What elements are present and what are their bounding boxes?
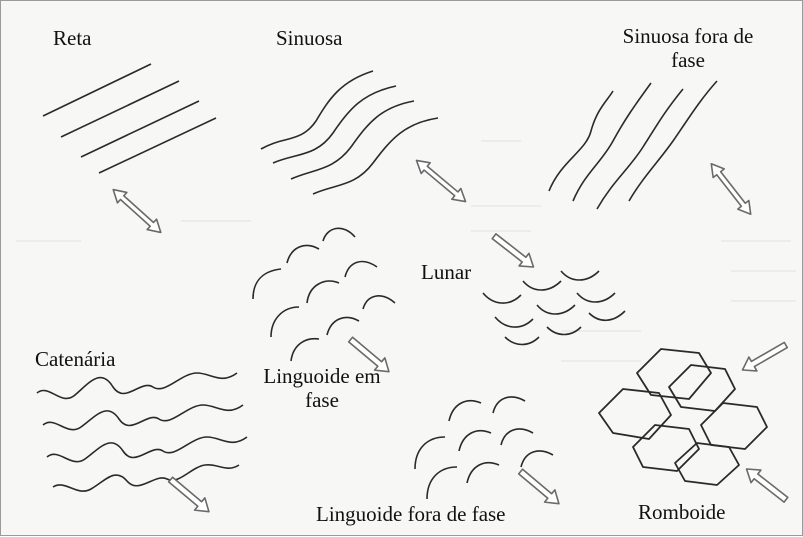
sinuosa-fora-flow-arrow bbox=[706, 159, 756, 218]
sinuosa-flow-arrow bbox=[412, 155, 470, 207]
catenaria-crests bbox=[37, 373, 247, 491]
label-lunar: Lunar bbox=[421, 261, 471, 285]
sinuosa-fora-crests bbox=[549, 81, 717, 209]
label-romboide: Romboide bbox=[638, 501, 726, 525]
label-sinuosa-fora-line2: fase bbox=[599, 49, 777, 73]
romboide-flow-arrow-top bbox=[738, 338, 789, 377]
reta-crests bbox=[43, 64, 216, 173]
reta-flow-arrow bbox=[109, 184, 166, 237]
label-linguoide-fora-de-fase: Linguoide fora de fase bbox=[316, 503, 506, 527]
label-sinuosa-fora-line1: Sinuosa fora de bbox=[599, 25, 777, 49]
label-reta: Reta bbox=[53, 27, 91, 51]
catenaria-flow-arrow bbox=[165, 473, 214, 517]
linguoide-fora-flow-arrow bbox=[515, 465, 564, 509]
romboide-flow-arrow-bottom bbox=[742, 463, 791, 506]
romboide-crests bbox=[599, 349, 767, 485]
linguoide-em-fase-crests bbox=[253, 228, 395, 361]
background-texture bbox=[16, 141, 796, 361]
label-linguoide-em-fase-line2: fase bbox=[251, 389, 393, 413]
sinuosa-crests bbox=[261, 71, 438, 194]
label-catenaria: Catenária bbox=[35, 348, 115, 372]
label-sinuosa-fora-de-fase: Sinuosa fora de fase bbox=[599, 25, 777, 72]
label-sinuosa: Sinuosa bbox=[276, 27, 343, 51]
lunar-crests bbox=[483, 271, 625, 345]
label-linguoide-em-fase-line1: Linguoide em bbox=[251, 365, 393, 389]
label-linguoide-em-fase: Linguoide em fase bbox=[251, 365, 393, 412]
lunar-flow-arrow bbox=[489, 230, 538, 273]
